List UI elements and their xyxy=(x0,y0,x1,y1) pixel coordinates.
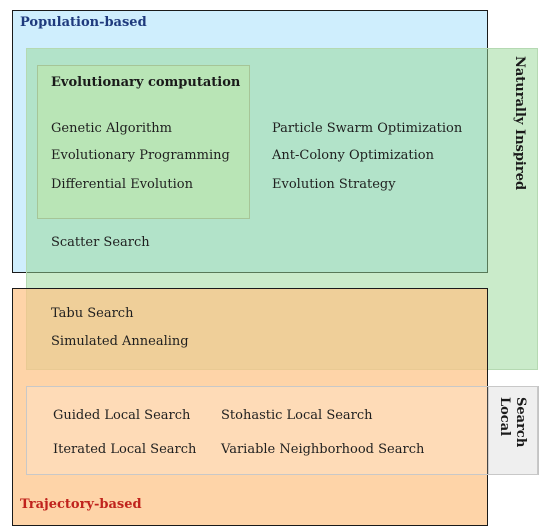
method-guided-local-search: Guided Local Search xyxy=(53,408,191,423)
local-search-label-line2: Search xyxy=(513,397,528,448)
population-based-label: Population-based xyxy=(20,15,147,30)
method-tabu-search: Tabu Search xyxy=(51,306,134,321)
method-evolutionary-programming: Evolutionary Programming xyxy=(51,148,230,163)
method-evolution-strategy: Evolution Strategy xyxy=(272,177,396,192)
trajectory-based-region xyxy=(12,288,488,526)
local-search-label-line1: Local xyxy=(497,397,512,437)
method-variable-neighborhood-search: Variable Neighborhood Search xyxy=(221,442,425,457)
local-search-region xyxy=(26,386,538,475)
method-scatter-search: Scatter Search xyxy=(51,235,150,250)
method-iterated-local-search: Iterated Local Search xyxy=(53,442,197,457)
method-stochastic-local-search: Stohastic Local Search xyxy=(221,408,373,423)
method-ant-colony-optimization: Ant-Colony Optimization xyxy=(272,148,435,163)
method-genetic-algorithm: Genetic Algorithm xyxy=(51,121,172,136)
local-search-label-panel xyxy=(488,386,539,475)
method-simulated-annealing: Simulated Annealing xyxy=(51,334,189,349)
trajectory-based-label: Trajectory-based xyxy=(20,497,142,512)
method-particle-swarm-optimization: Particle Swarm Optimization xyxy=(272,121,463,136)
naturally-inspired-label: Naturally Inspired xyxy=(512,56,527,191)
evolutionary-computation-region xyxy=(37,65,250,219)
evolutionary-computation-label: Evolutionary computation xyxy=(51,75,241,90)
method-differential-evolution: Differential Evolution xyxy=(51,177,193,192)
